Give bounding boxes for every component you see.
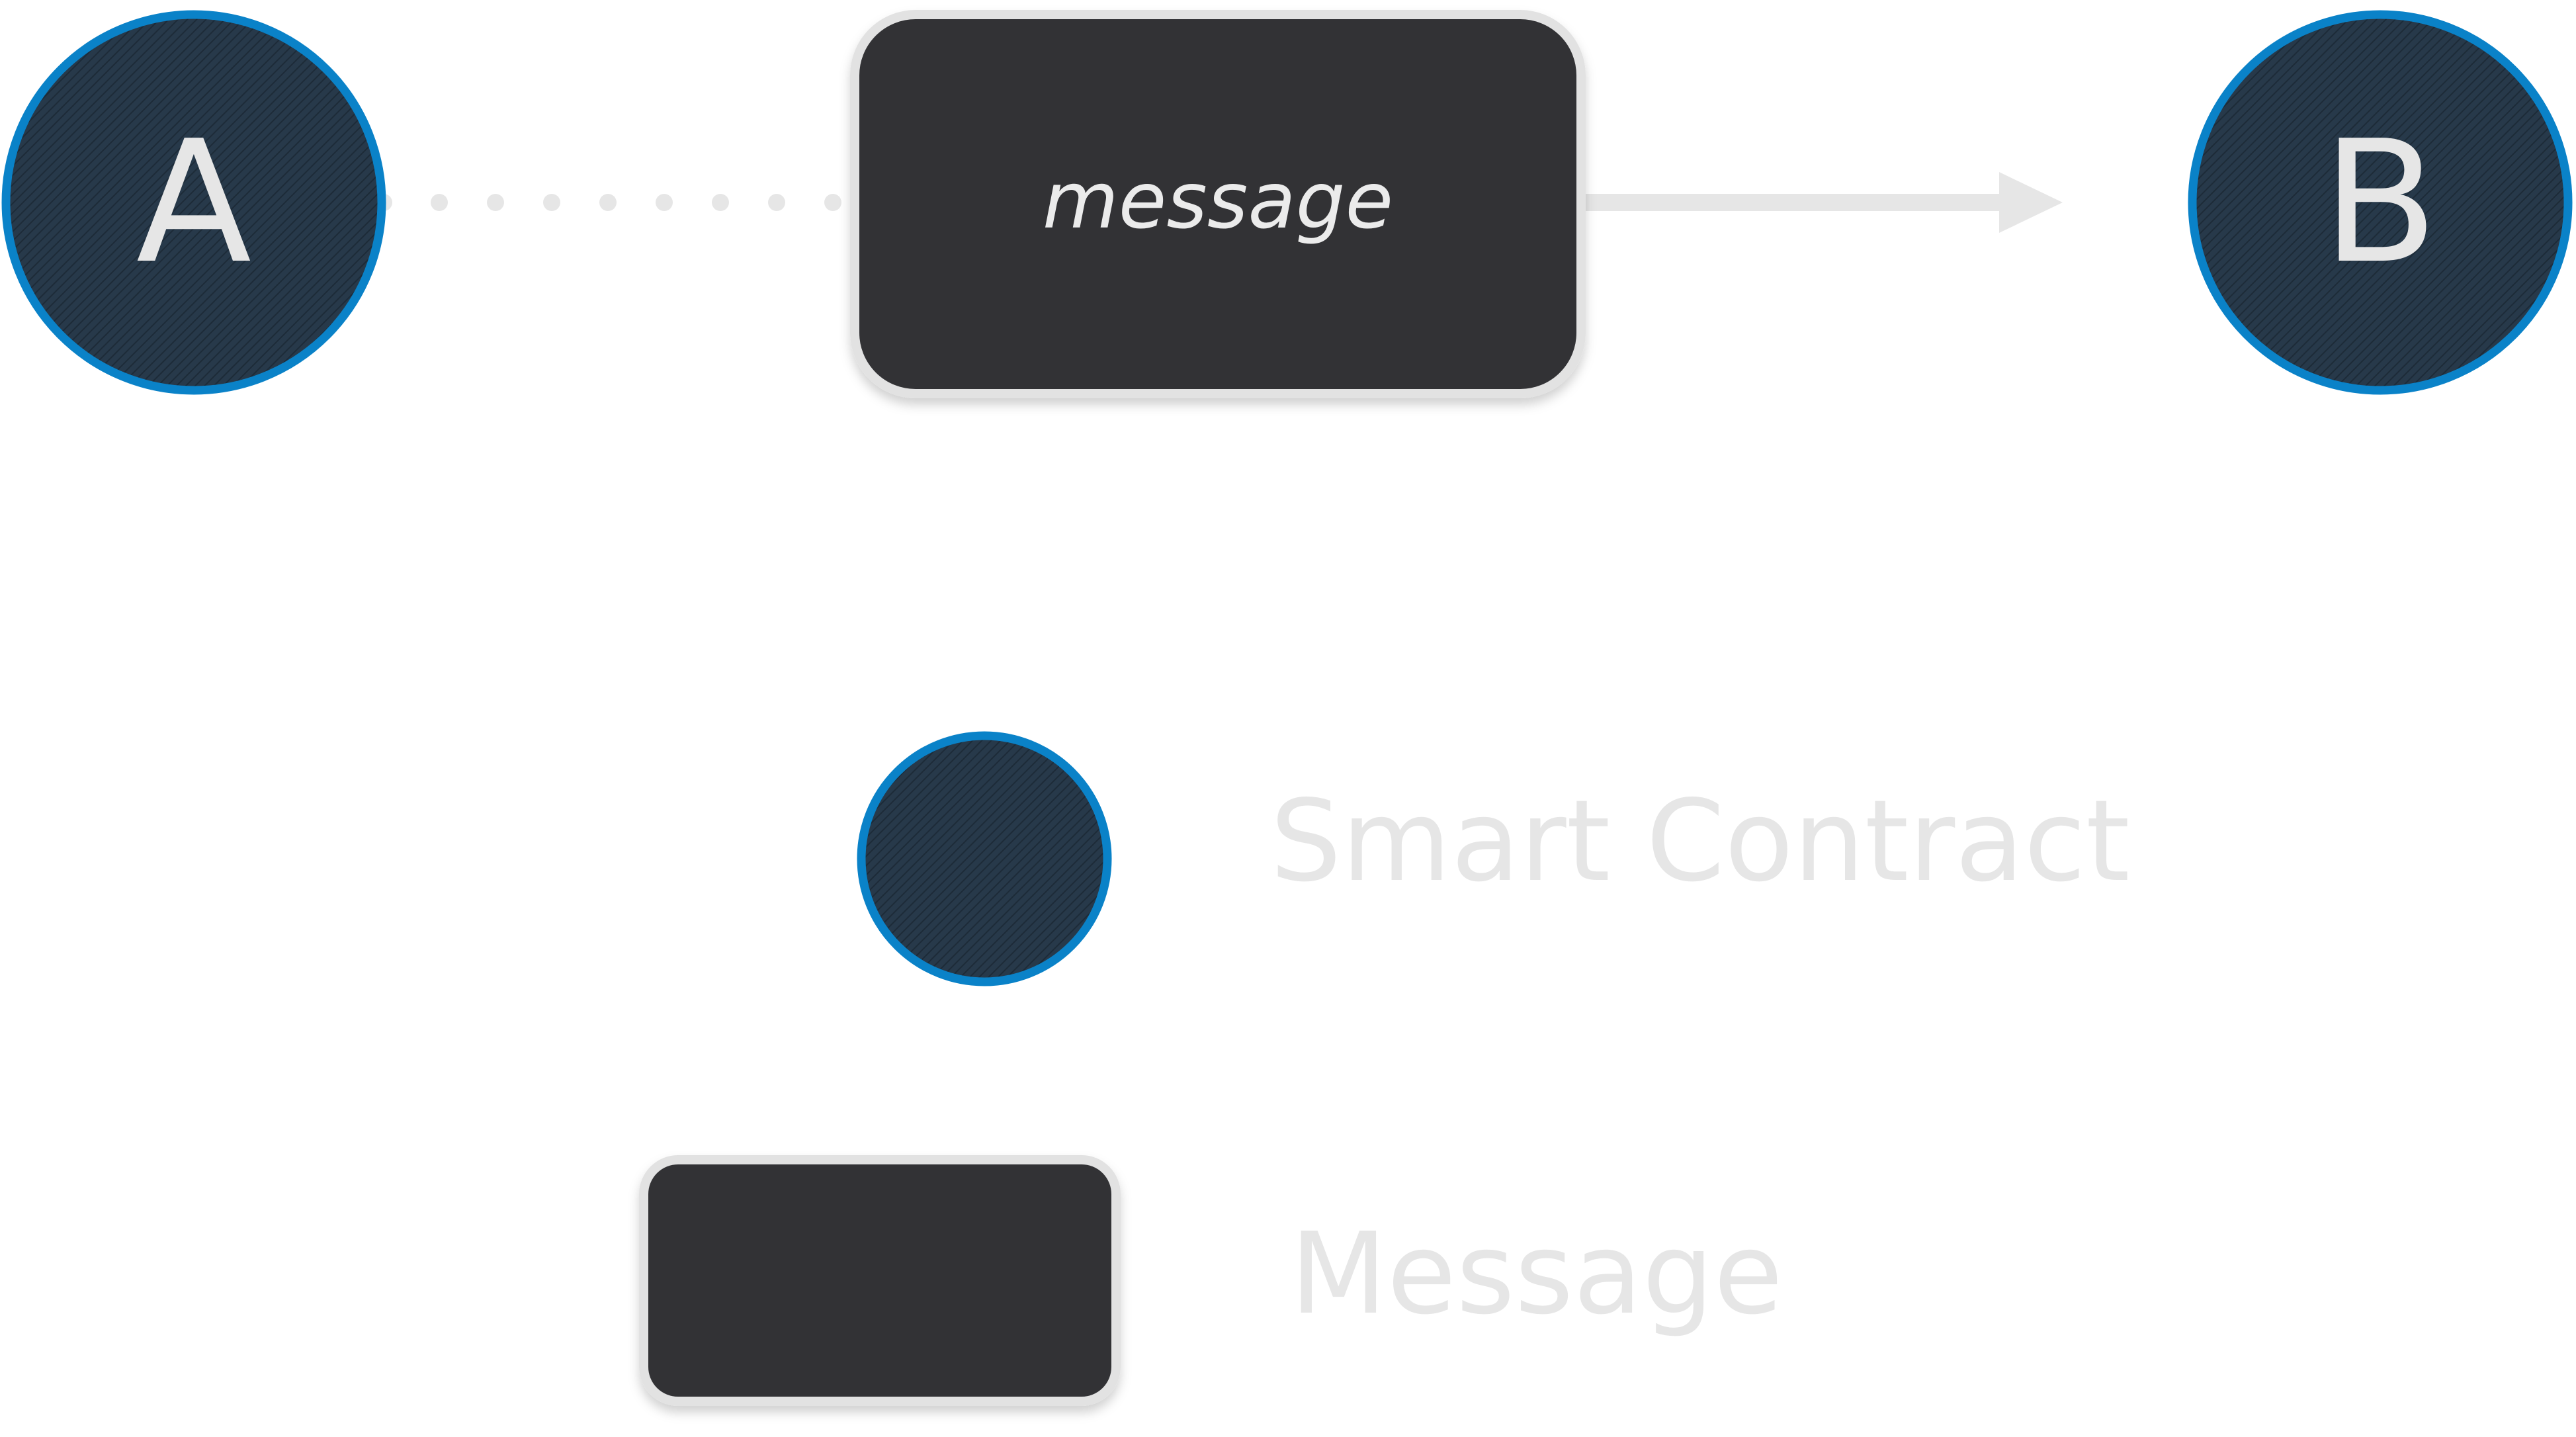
- message-label: message: [1043, 155, 1393, 246]
- smart-contract-node-b: B: [2188, 10, 2573, 395]
- dotted-connector: [375, 194, 841, 211]
- legend-message-swatch: [639, 1155, 1121, 1406]
- arrow-connector: [1581, 172, 2063, 233]
- smart-contract-node-a: A: [1, 10, 386, 395]
- message-box: message: [850, 10, 1586, 398]
- legend-message-label: Message: [1290, 1209, 1783, 1340]
- legend-smart-contract-swatch: [857, 731, 1112, 986]
- legend-smart-contract-label: Smart Contract: [1270, 776, 2130, 907]
- legend-message: Message: [639, 1155, 1783, 1406]
- node-b-label: B: [2323, 105, 2438, 301]
- node-a-label: A: [136, 105, 251, 301]
- legend-smart-contract: Smart Contract: [857, 731, 2130, 986]
